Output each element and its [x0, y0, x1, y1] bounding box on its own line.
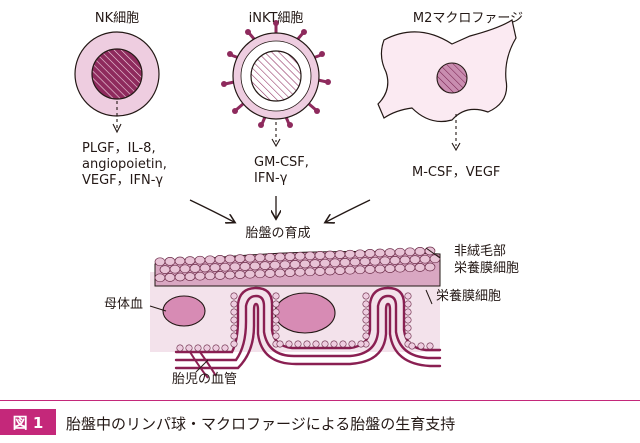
m2-factors: M-CSF，VEGF: [412, 165, 501, 180]
figure-caption: 胎盤中のリンパ球・マクロファージによる胎盤の生育支持: [66, 415, 456, 433]
placenta-diagram: [74, 19, 517, 379]
maternal-blood: [162, 295, 206, 327]
converging-arrows: [189, 196, 371, 222]
figure-number-badge: 図 1: [0, 409, 56, 435]
nk-cell-title: NK細胞: [94, 11, 140, 26]
maternal-blood-label: 母体血: [104, 297, 144, 312]
maternal-blood-2: [274, 292, 336, 334]
placenta-tissue: [149, 246, 442, 379]
inkt-cell-title: iNKT細胞: [248, 11, 304, 26]
trophoblast-label: 栄養膜細胞: [436, 289, 502, 304]
inkt-factors: GM-CSF, IFN-γ: [254, 155, 309, 186]
m2-macrophage-title: M2マクロファージ: [412, 11, 524, 26]
syncytiotrophoblast-label: 非絨毛部 栄養膜細胞: [454, 244, 520, 276]
fetal-vessel-label: 胎児の血管: [172, 372, 238, 387]
m2-macrophage: [377, 19, 517, 152]
nk-factors: PLGF，IL-8, angiopoietin, VEGF，IFN-γ: [82, 141, 167, 188]
nk-cell: [74, 31, 160, 134]
caption-bar: 図 1 胎盤中のリンパ球・マクロファージによる胎盤の生育支持: [0, 400, 640, 443]
inkt-cell: [221, 20, 331, 148]
placenta-growth-title: 胎盤の育成: [245, 226, 311, 241]
